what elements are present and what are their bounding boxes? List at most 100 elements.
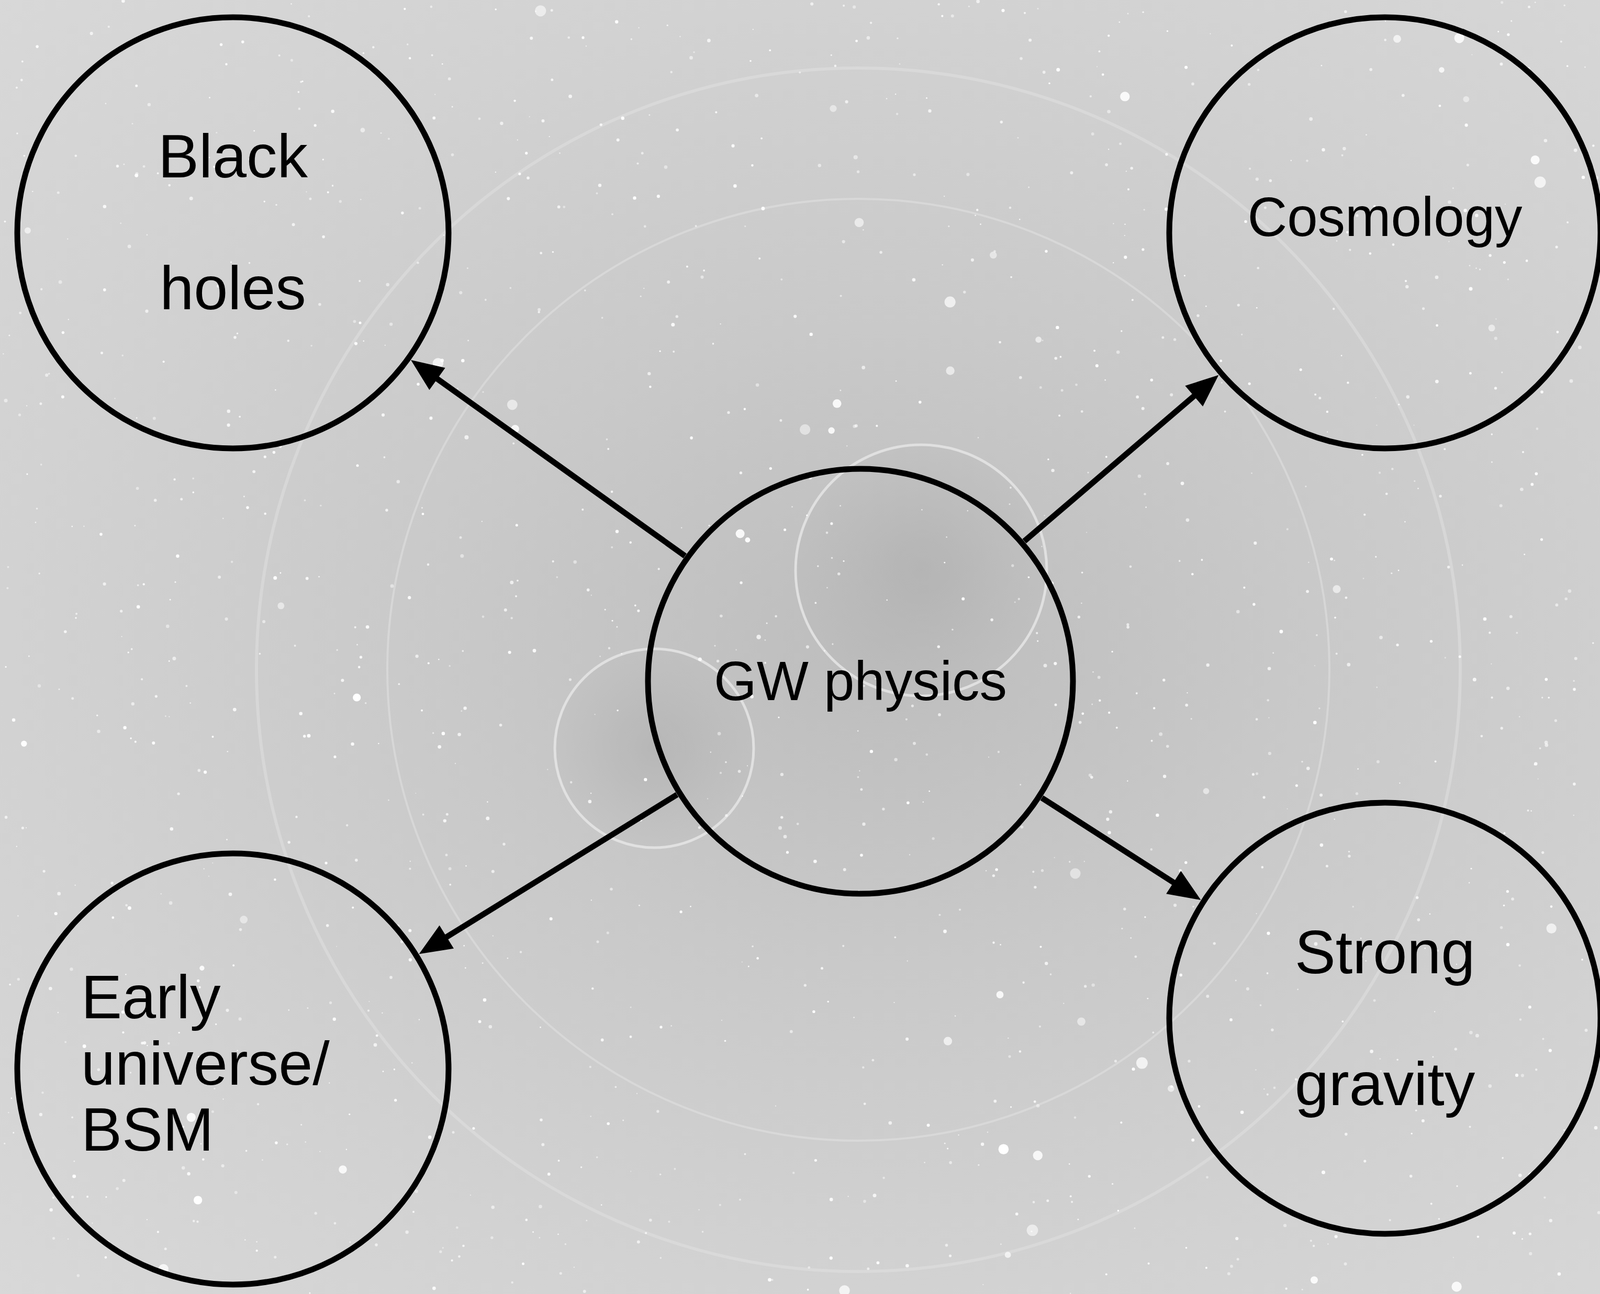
star xyxy=(354,858,358,863)
star xyxy=(1500,926,1504,930)
star xyxy=(1422,307,1425,310)
star xyxy=(521,1262,525,1266)
star xyxy=(1063,1003,1065,1005)
star xyxy=(12,1132,15,1134)
star xyxy=(610,546,613,549)
star xyxy=(470,1194,472,1196)
star xyxy=(640,295,642,298)
star xyxy=(39,402,42,406)
star xyxy=(780,773,784,777)
star xyxy=(1471,53,1473,55)
star xyxy=(966,172,970,176)
star xyxy=(1004,1251,1012,1259)
star xyxy=(793,315,797,319)
star xyxy=(1009,206,1012,210)
star xyxy=(713,645,716,647)
star xyxy=(1362,577,1365,580)
star xyxy=(1401,93,1405,97)
node-label: Early universe/ BSM xyxy=(81,964,385,1163)
star xyxy=(701,1231,704,1234)
star xyxy=(152,417,156,421)
star xyxy=(840,295,843,298)
arrow-line xyxy=(435,377,686,557)
star xyxy=(735,529,745,539)
star xyxy=(374,1243,378,1247)
star xyxy=(783,528,787,532)
star xyxy=(1378,471,1381,474)
star xyxy=(866,36,871,40)
star xyxy=(1044,250,1048,253)
node-label: Cosmology xyxy=(1196,184,1574,251)
star xyxy=(1144,916,1146,919)
star xyxy=(326,924,330,928)
star xyxy=(262,620,266,624)
star xyxy=(733,184,737,188)
star xyxy=(1522,451,1525,454)
star xyxy=(1321,1170,1326,1175)
star xyxy=(18,413,21,417)
star xyxy=(937,713,942,717)
star xyxy=(1256,266,1260,270)
star xyxy=(1088,1175,1091,1178)
star xyxy=(925,753,928,757)
star xyxy=(747,966,750,968)
star xyxy=(1557,1272,1562,1277)
star xyxy=(1010,276,1013,279)
star xyxy=(1335,652,1338,655)
star xyxy=(838,1285,850,1294)
star xyxy=(672,350,675,353)
star xyxy=(552,560,555,563)
star xyxy=(862,1066,865,1070)
star xyxy=(420,709,423,712)
star xyxy=(957,1134,959,1136)
star xyxy=(506,197,510,201)
star xyxy=(429,416,433,420)
star xyxy=(700,275,704,279)
star xyxy=(1104,163,1109,167)
star xyxy=(1326,431,1328,433)
star xyxy=(360,127,366,133)
star xyxy=(122,1179,126,1183)
star xyxy=(843,560,845,563)
star xyxy=(297,91,300,94)
star xyxy=(23,154,26,158)
star xyxy=(550,78,554,82)
star xyxy=(1560,40,1563,43)
topic-circle: Strong gravity xyxy=(1166,799,1600,1238)
star xyxy=(256,1103,260,1106)
star xyxy=(845,99,849,104)
star xyxy=(362,52,365,55)
star xyxy=(1179,974,1183,978)
arrow-connector xyxy=(1024,375,1219,542)
star xyxy=(813,859,818,864)
star xyxy=(52,1237,55,1240)
star xyxy=(412,1211,415,1214)
star xyxy=(1191,1138,1195,1143)
star xyxy=(1178,869,1182,873)
star xyxy=(1120,330,1123,332)
star xyxy=(58,688,61,691)
lensing-ring xyxy=(387,198,1330,1141)
star xyxy=(461,359,465,363)
star xyxy=(135,172,139,176)
star xyxy=(131,122,134,125)
star xyxy=(1389,1219,1392,1222)
star xyxy=(1253,541,1257,545)
star xyxy=(418,207,422,210)
star xyxy=(1592,144,1595,148)
star xyxy=(621,116,625,120)
star xyxy=(168,716,170,718)
star xyxy=(76,1274,81,1278)
star xyxy=(1203,788,1210,795)
star xyxy=(484,298,487,301)
star xyxy=(119,609,123,613)
star xyxy=(720,323,722,325)
star xyxy=(1164,207,1168,211)
star xyxy=(1469,287,1473,292)
star xyxy=(1145,506,1147,509)
star xyxy=(943,195,946,198)
star xyxy=(1108,148,1110,150)
star xyxy=(649,385,652,388)
star xyxy=(1107,34,1110,37)
star xyxy=(186,1172,190,1176)
